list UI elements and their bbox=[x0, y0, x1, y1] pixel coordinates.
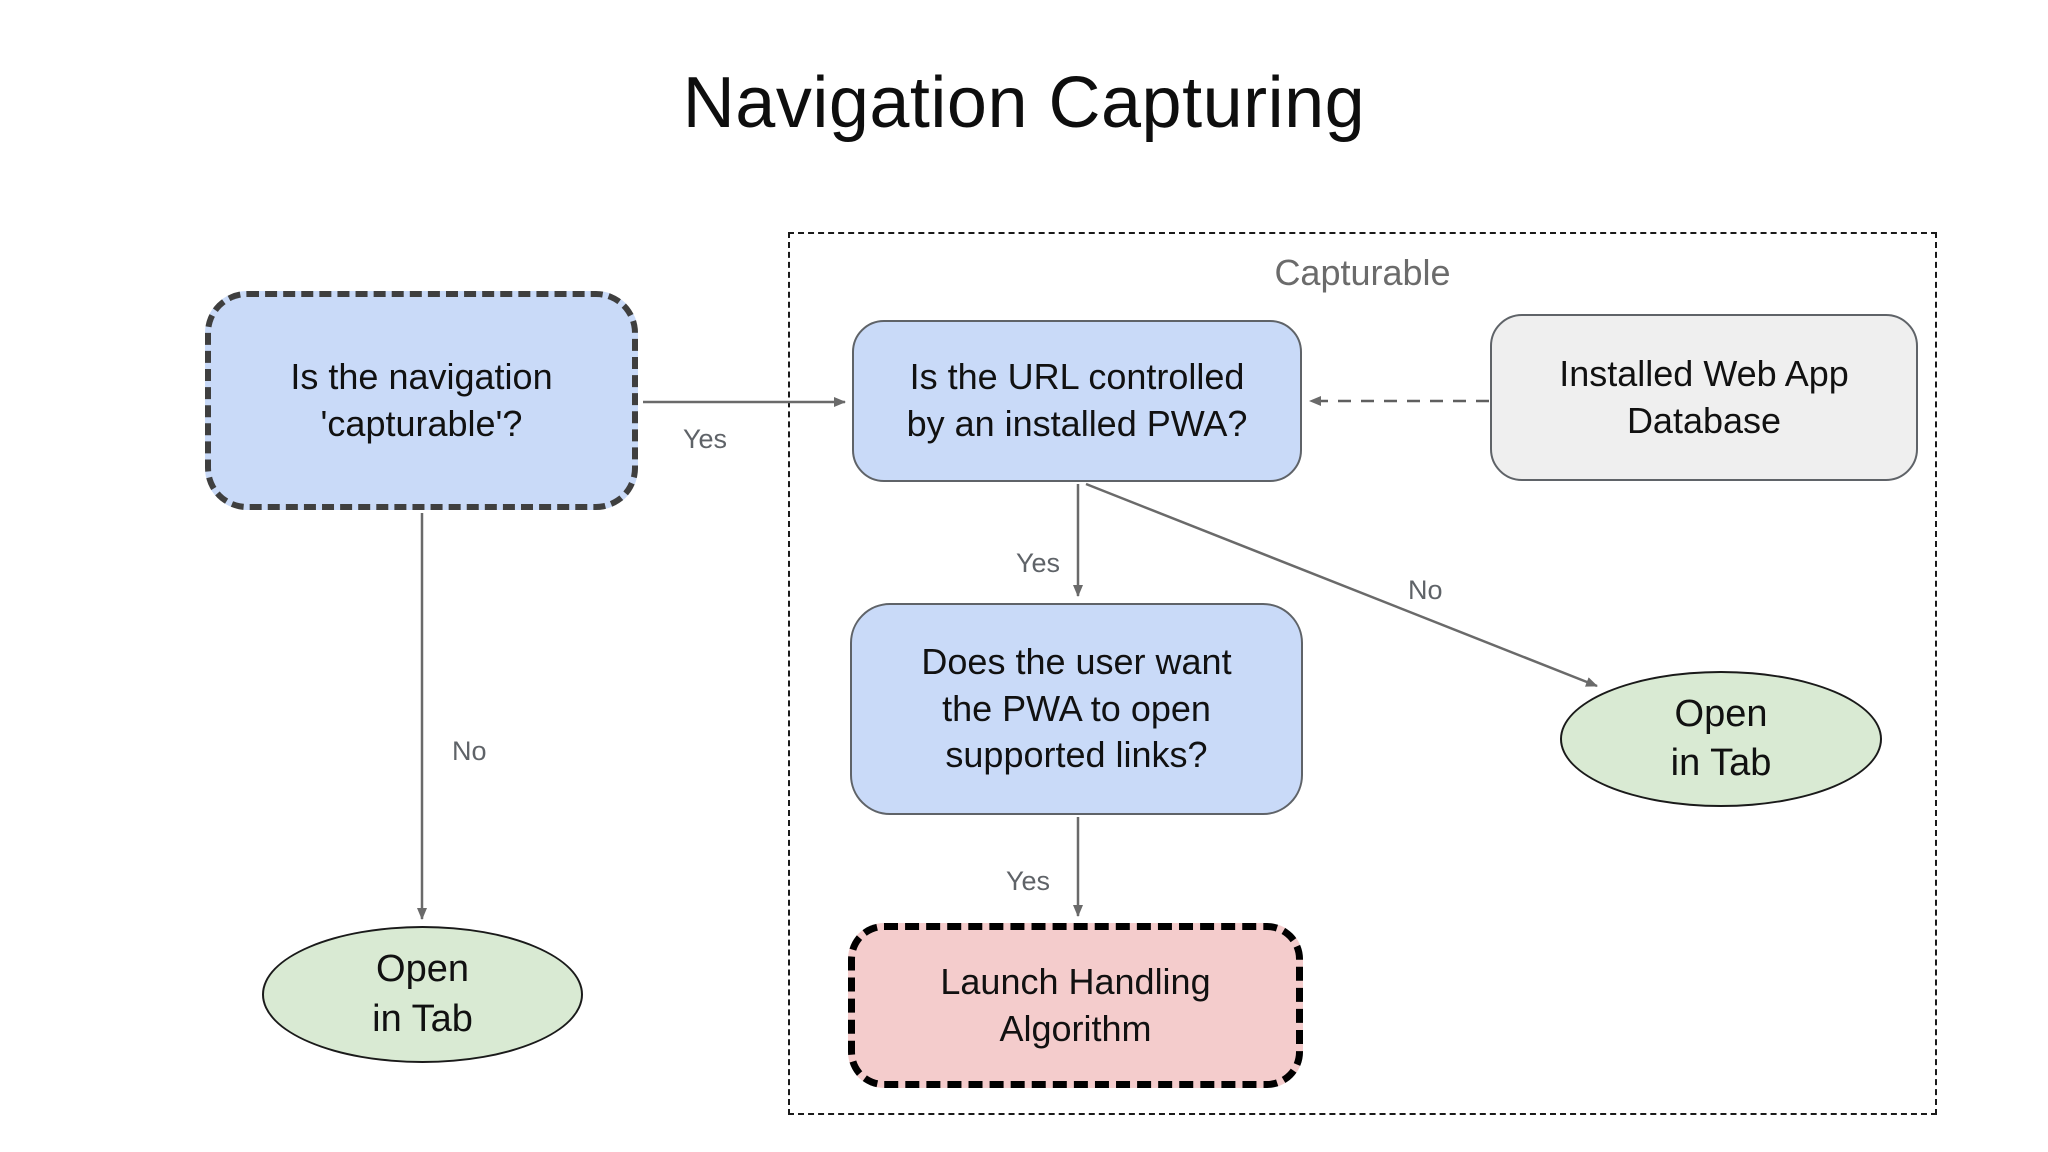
node-installed-web-app-database: Installed Web App Database bbox=[1490, 314, 1918, 481]
edge-label-capturable-no: No bbox=[452, 736, 487, 766]
node-user-want-pwa-links: Does the user want the PWA to open suppo… bbox=[850, 603, 1303, 815]
node-open-in-tab-left: Open in Tab bbox=[262, 926, 583, 1063]
node-open-in-tab-right: Open in Tab bbox=[1560, 671, 1882, 807]
page-title: Navigation Capturing bbox=[682, 63, 1366, 143]
edge-label-url-no: No bbox=[1408, 575, 1443, 605]
edge-label-url-yes: Yes bbox=[1016, 548, 1061, 578]
edge-label-capturable-yes: Yes bbox=[683, 424, 728, 454]
capturable-group-label: Capturable bbox=[1274, 252, 1451, 293]
capturable-group-frame bbox=[788, 232, 1937, 1115]
node-capturable-question: Is the navigation 'capturable'? bbox=[205, 291, 638, 510]
node-url-controlled: Is the URL controlled by an installed PW… bbox=[852, 320, 1302, 482]
node-launch-handling-algorithm: Launch Handling Algorithm bbox=[848, 923, 1303, 1088]
edge-label-user-yes: Yes bbox=[1006, 866, 1051, 896]
